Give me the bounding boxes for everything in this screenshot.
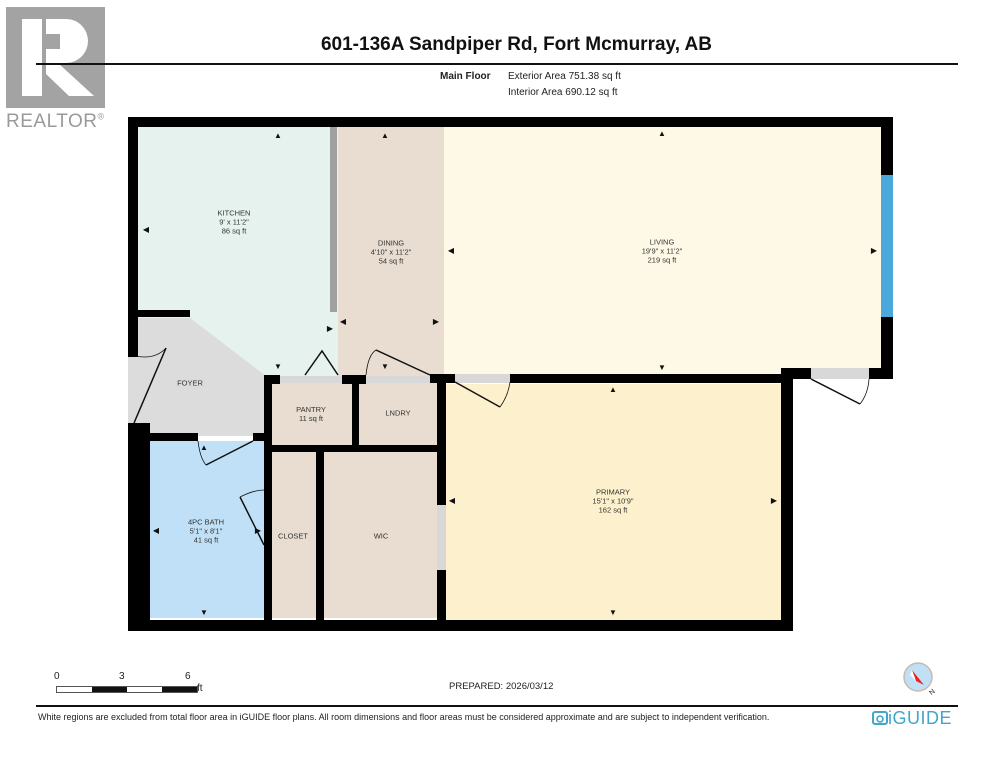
wall-closet-wic — [316, 452, 324, 622]
dim-arrow-icon: ▶ — [770, 496, 778, 505]
exterior-area: Exterior Area 751.38 sq ft — [508, 71, 621, 82]
dim-arrow-icon: ▼ — [200, 608, 208, 617]
wall-right-primary — [781, 370, 793, 631]
wall-pantry-left — [264, 375, 272, 623]
scale-bar — [56, 686, 198, 693]
dim-arrow-icon: ◀ — [447, 246, 455, 255]
page-title: 601-136A Sandpiper Rd, Fort Mcmurray, AB — [320, 34, 712, 55]
title-divider — [36, 63, 958, 65]
wall-living-bottom — [510, 374, 782, 383]
room-dining — [338, 127, 444, 377]
partial-wall-kitchen — [330, 127, 337, 312]
prepared-date: PREPARED: 2026/03/12 — [449, 681, 554, 692]
wall-balcony-jamb-right — [869, 368, 893, 379]
label-wic: WIC — [373, 531, 389, 541]
dim-arrow-icon: ◀ — [339, 317, 347, 326]
room-foyer — [128, 318, 266, 436]
room-closet — [271, 452, 316, 618]
room-living — [444, 127, 881, 377]
compass-icon — [903, 662, 933, 692]
scale-unit: ft — [197, 683, 203, 694]
wall-pantry-laundry — [352, 383, 359, 446]
room-primary — [446, 384, 781, 620]
room-pantry — [271, 383, 352, 445]
dim-arrow-icon: ▼ — [658, 363, 666, 372]
wall-kitchen-stub — [138, 310, 190, 317]
realtor-r-icon — [22, 19, 94, 96]
wall-pantry-top-left — [264, 375, 280, 384]
compass: N — [902, 661, 942, 701]
wall-left-upper — [128, 117, 138, 357]
dim-arrow-icon: ▶ — [432, 317, 440, 326]
wall-foyer-bath-right — [253, 433, 267, 441]
wall-bottom — [128, 620, 793, 631]
wall-balcony-jamb — [781, 368, 811, 379]
label-closet: CLOSET — [277, 531, 309, 541]
label-foyer: FOYER — [177, 378, 203, 388]
window — [881, 175, 893, 317]
iguide-logo: iGUIDE — [872, 708, 952, 729]
scale-label-0: 0 — [54, 671, 60, 682]
dim-arrow-icon: ◀ — [448, 496, 456, 505]
realtor-logo-text: REALTOR® — [6, 111, 105, 132]
dim-arrow-icon: ▶ — [326, 324, 334, 333]
label-laundry: LNDRY — [385, 408, 411, 418]
dim-arrow-icon: ▲ — [200, 443, 208, 452]
footer-divider — [36, 705, 958, 707]
disclaimer: White regions are excluded from total fl… — [38, 712, 770, 722]
dim-arrow-icon: ◀ — [152, 526, 160, 535]
door-gap-pantry — [280, 376, 342, 383]
dim-arrow-icon: ▼ — [274, 362, 282, 371]
door-gap-balcony — [811, 368, 869, 379]
dim-arrow-icon: ▲ — [658, 129, 666, 138]
scale-label-3: 3 — [119, 671, 125, 682]
dim-arrow-icon: ▶ — [870, 246, 878, 255]
door-gap-wic — [437, 505, 446, 570]
room-bath — [150, 441, 265, 618]
scale-label-6: 6 — [185, 671, 191, 682]
wall-pantry-bottom — [264, 445, 446, 452]
iguide-camera-icon — [872, 711, 888, 725]
dim-arrow-icon: ▲ — [274, 131, 282, 140]
door-gap-primary — [455, 374, 510, 383]
wall-foyer-bath — [138, 433, 198, 441]
door-gap-laundry — [366, 376, 430, 383]
dim-arrow-icon: ▲ — [381, 131, 389, 140]
iguide-brand-text: iGUIDE — [888, 708, 953, 728]
dim-arrow-icon: ▼ — [609, 608, 617, 617]
dim-arrow-icon: ▼ — [381, 362, 389, 371]
wall-wic-right-lower — [437, 570, 446, 625]
dim-arrow-icon: ▲ — [609, 385, 617, 394]
wall-left-lower — [128, 423, 150, 631]
room-wic — [324, 452, 437, 618]
room-laundry — [359, 383, 437, 445]
wall-pantry-top-mid — [342, 375, 366, 384]
dim-arrow-icon: ▶ — [254, 526, 262, 535]
realtor-logo-mark — [6, 7, 105, 108]
wall-top — [128, 117, 893, 127]
wall-laundry-right — [437, 375, 446, 505]
floor-label: Main Floor — [440, 71, 491, 82]
dim-arrow-icon: ◀ — [142, 225, 150, 234]
interior-area: Interior Area 690.12 sq ft — [508, 87, 618, 98]
